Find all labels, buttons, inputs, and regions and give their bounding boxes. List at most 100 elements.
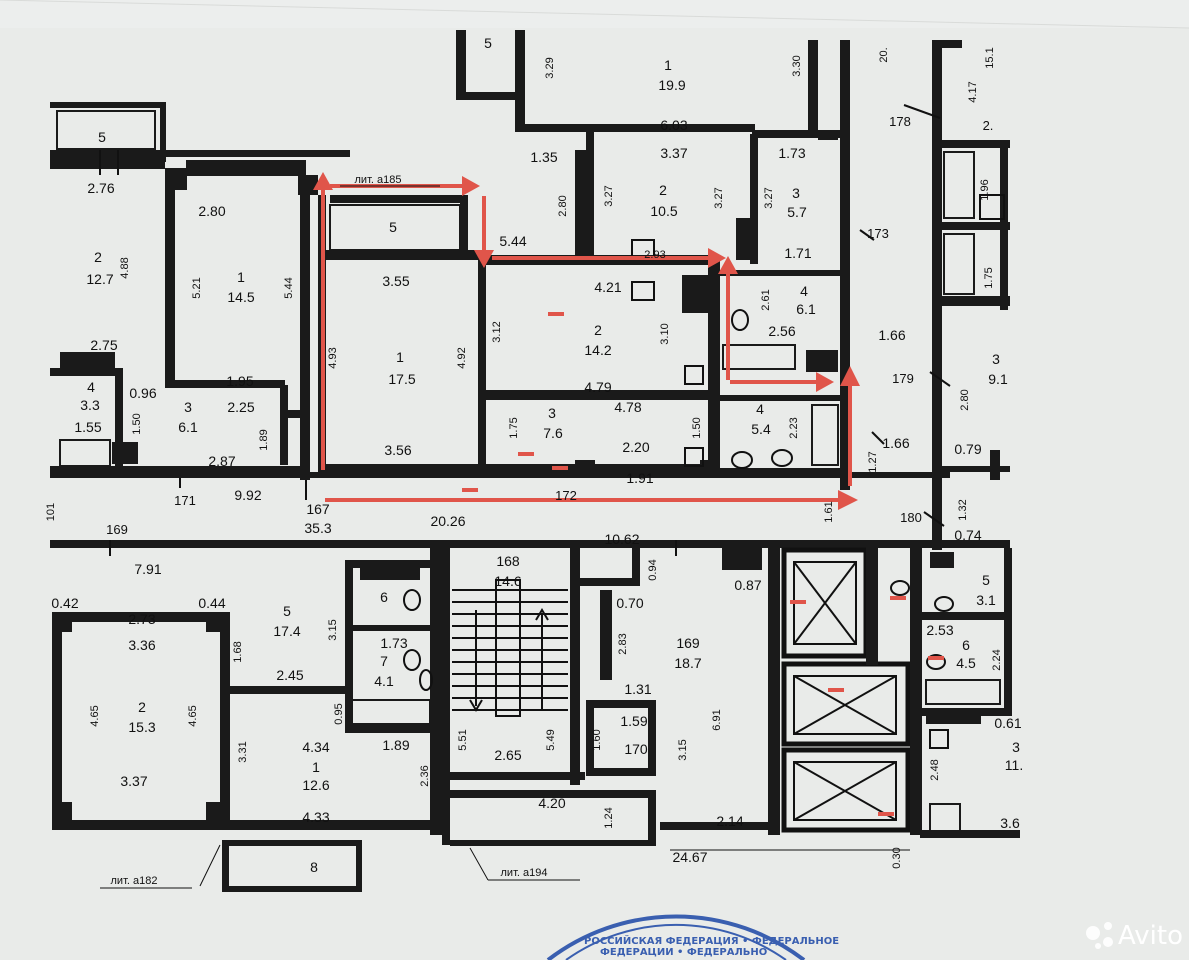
label-l327b: 3.27 xyxy=(713,187,725,208)
label-l169a: 169 xyxy=(106,522,128,537)
label-l248: 2.48 xyxy=(929,759,941,780)
label-llit194: лит. а194 xyxy=(501,867,548,879)
label-l2a: 2 xyxy=(659,182,667,198)
label-l434: 4.34 xyxy=(302,739,329,755)
label-l549: 5.49 xyxy=(545,729,557,750)
label-l91: 9.1 xyxy=(988,371,1008,387)
label-l293: 2.93 xyxy=(644,249,665,261)
label-l20: 20. xyxy=(878,47,890,62)
label-l096: 0.96 xyxy=(129,385,156,401)
label-l1b: 1 xyxy=(237,269,245,285)
label-l087: 0.87 xyxy=(734,577,761,593)
label-llit182: лит. а182 xyxy=(111,875,158,887)
label-l153: 15.3 xyxy=(128,719,155,735)
label-l172: 172 xyxy=(555,488,577,503)
label-l224: 2.24 xyxy=(991,649,1003,670)
label-l042: 0.42 xyxy=(51,595,78,611)
label-l336: 3.36 xyxy=(128,637,155,653)
label-l329: 3.29 xyxy=(544,57,556,78)
label-l169b: 169 xyxy=(676,635,700,651)
label-l691: 6.91 xyxy=(711,709,723,730)
label-l189a: 1.89 xyxy=(258,429,270,450)
label-l160: 1.60 xyxy=(591,729,603,750)
label-l173b: 173 xyxy=(867,226,889,241)
label-l5d: 5 xyxy=(982,572,990,588)
label-l36: 3.6 xyxy=(1000,815,1020,831)
label-l044: 0.44 xyxy=(198,595,225,611)
label-l992: 9.92 xyxy=(234,487,261,503)
dimension-ticks xyxy=(99,104,951,556)
label-l478: 4.78 xyxy=(614,399,641,415)
label-l214: 2.14 xyxy=(716,813,743,829)
label-l4b: 4 xyxy=(87,379,95,395)
label-l180: 180 xyxy=(900,510,922,525)
label-l2e: 2 xyxy=(138,699,146,715)
label-l2c: 2. xyxy=(983,118,994,133)
avito-logo-icon xyxy=(1086,926,1100,940)
label-l287: 2.87 xyxy=(208,453,235,469)
label-l11: 11. xyxy=(1005,757,1023,773)
label-l166a: 1.66 xyxy=(878,327,905,343)
label-l159: 1.59 xyxy=(620,713,647,729)
label-l353: 35.3 xyxy=(304,520,331,536)
label-l196: 1.96 xyxy=(979,179,991,200)
label-l3a: 3 xyxy=(792,185,800,201)
label-l173a: 1.73 xyxy=(778,145,805,161)
label-l175: 1.75 xyxy=(983,267,995,288)
label-l2b: 2 xyxy=(94,249,102,265)
label-l3d: 3 xyxy=(548,405,556,421)
seal-line-2: ФЕДЕРАЦИИ • ФЕДЕРАЛЬНО xyxy=(600,947,767,958)
label-l465b: 4.65 xyxy=(187,705,199,726)
label-l095: 0.95 xyxy=(333,703,345,724)
label-l7: 7 xyxy=(380,653,388,669)
label-l3b: 3 xyxy=(992,351,1000,367)
label-l199: 19.9 xyxy=(658,77,685,93)
label-l101: 101 xyxy=(45,503,57,521)
label-l253: 2.53 xyxy=(926,622,953,638)
label-l167: 167 xyxy=(306,501,330,517)
label-l131: 1.31 xyxy=(624,681,651,697)
label-l223: 2.23 xyxy=(788,417,800,438)
label-l315a: 3.15 xyxy=(327,619,339,640)
label-l175b: 17.5 xyxy=(388,371,415,387)
label-l236: 2.36 xyxy=(419,765,431,786)
label-l174: 17.4 xyxy=(273,623,300,639)
label-l6b: 6 xyxy=(962,637,970,653)
label-l030: 0.30 xyxy=(891,847,903,868)
label-l5c: 5 xyxy=(389,219,397,235)
label-l327a: 3.27 xyxy=(603,185,615,206)
label-l079: 0.79 xyxy=(954,441,981,457)
label-l150a: 1.50 xyxy=(131,413,143,434)
label-l283: 2.83 xyxy=(617,633,629,654)
official-seal: РОССИЙСКАЯ ФЕДЕРАЦИЯ • ФЕДЕРАЛЬНОЕ ФЕДЕР… xyxy=(546,914,839,960)
label-l094: 0.94 xyxy=(647,559,659,580)
label-l417: 4.17 xyxy=(967,81,979,102)
label-l57: 5.7 xyxy=(787,204,807,220)
label-l1f: 1 xyxy=(312,759,320,775)
label-l265: 2.65 xyxy=(494,747,521,763)
label-l41: 4.1 xyxy=(374,673,394,689)
label-l15: 15.1 xyxy=(984,47,996,68)
label-l551: 5.51 xyxy=(457,729,469,750)
label-l146: 14.6 xyxy=(494,573,521,589)
label-l124: 1.24 xyxy=(603,807,615,828)
label-l3e: 3 xyxy=(1012,739,1020,755)
label-l145: 14.5 xyxy=(227,289,254,305)
staircase xyxy=(452,579,568,717)
label-l493: 4.93 xyxy=(327,347,339,368)
label-l171a: 1.71 xyxy=(784,245,811,261)
label-l1c: 1 xyxy=(396,349,404,365)
label-l420: 4.20 xyxy=(538,795,565,811)
label-l337b: 3.37 xyxy=(120,773,147,789)
label-l330: 3.30 xyxy=(791,55,803,76)
label-l187: 18.7 xyxy=(674,655,701,671)
label-l150b: 1.50 xyxy=(691,417,703,438)
label-l132: 1.32 xyxy=(957,499,969,520)
label-l61a: 6.1 xyxy=(796,301,816,317)
label-l178: 178 xyxy=(889,114,911,129)
label-l356: 3.56 xyxy=(384,442,411,458)
label-l433: 4.33 xyxy=(302,809,329,825)
fixtures xyxy=(403,194,1005,749)
label-l603: 6.03 xyxy=(660,117,687,133)
